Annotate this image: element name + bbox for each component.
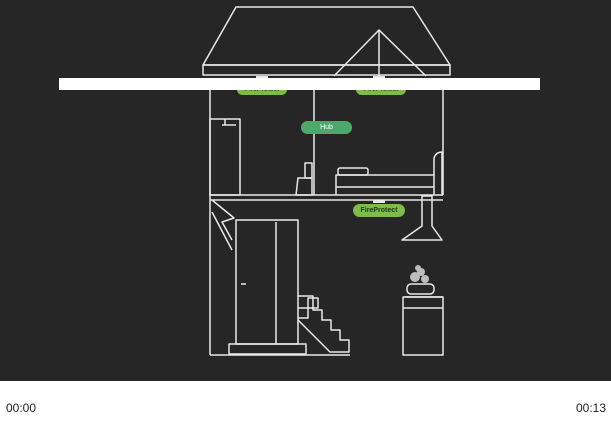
range-hood (401, 195, 443, 241)
stairs (297, 295, 350, 353)
hub-label: Hub (320, 124, 333, 131)
smoke (410, 265, 429, 283)
wardrobe (235, 219, 299, 345)
fireprotect-badge-kitchen: FireProtect (353, 204, 405, 217)
pot (406, 283, 435, 295)
roof (202, 6, 451, 66)
fireprotect-label: FireProtect (360, 207, 398, 214)
player-controls: 00:00 00:13 (0, 381, 611, 422)
duration-time: 00:13 (575, 401, 606, 415)
gable (333, 29, 427, 77)
bed (335, 174, 435, 188)
toilet (295, 177, 313, 196)
overlay-bar (59, 78, 540, 90)
stairs-upper (298, 297, 319, 319)
video-frame[interactable]: FireProtect FireProtect Hub FireProtect (0, 0, 611, 381)
oven (402, 296, 444, 356)
hub-badge: Hub (301, 121, 352, 134)
shower (209, 118, 241, 196)
house-illustration (202, 6, 451, 356)
current-time: 00:00 (6, 401, 37, 415)
